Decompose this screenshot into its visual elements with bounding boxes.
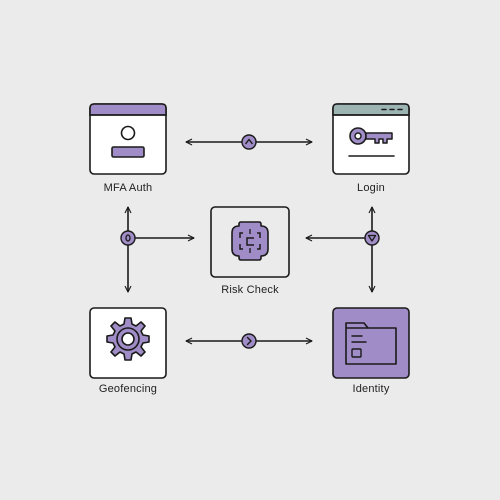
geofencing-node[interactable] [89, 307, 167, 379]
key-icon [349, 127, 393, 145]
mfa-auth-label: MFA Auth [103, 182, 153, 194]
identity-label: Identity [352, 383, 390, 395]
folder-icon [345, 322, 397, 365]
user-profile-icon [111, 125, 145, 158]
connector-geofencing-identity [185, 333, 313, 349]
mfa-auth-node[interactable] [89, 103, 167, 175]
chevron-right-badge-icon [241, 333, 257, 349]
login-node[interactable] [332, 103, 410, 175]
circle-badge-icon [120, 230, 136, 246]
gear-icon [106, 317, 150, 361]
connector-mfa-geofencing [120, 206, 195, 293]
identity-node[interactable] [332, 307, 410, 379]
connector-mfa-login [185, 134, 313, 150]
geofencing-label: Geofencing [98, 383, 158, 395]
triangle-down-badge-icon [364, 230, 380, 246]
risk-check-node[interactable] [210, 206, 290, 278]
caret-up-badge-icon [241, 134, 257, 150]
risk-check-label: Risk Check [221, 284, 279, 296]
login-label: Login [357, 182, 385, 194]
connector-login-identity [305, 206, 380, 293]
risk-scan-icon [231, 221, 269, 261]
